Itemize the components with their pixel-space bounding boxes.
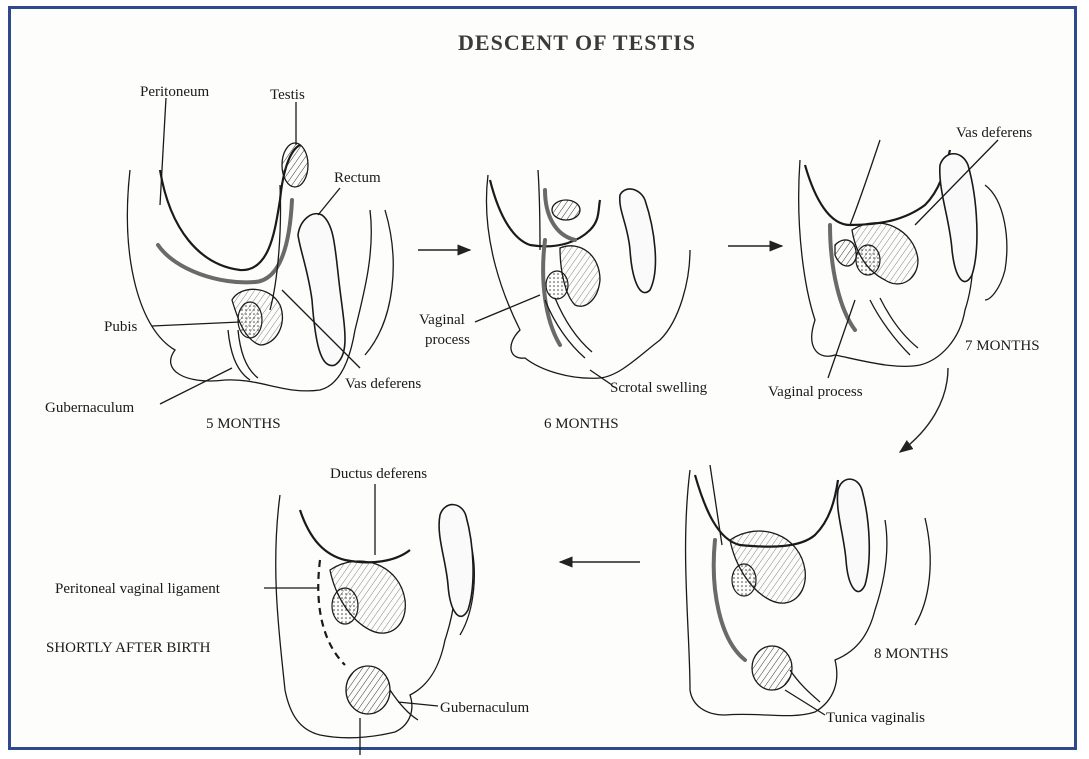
label-testis: Testis (270, 87, 305, 103)
stage-shortly-after-birth: SHORTLY AFTER BIRTH (46, 640, 211, 656)
stage-8-months-drawing (686, 465, 931, 716)
label-peritoneal-vaginal-ligament: Peritoneal vaginal ligament (55, 581, 221, 597)
rectum-6m (620, 189, 656, 293)
stage-7-months: 7 MONTHS (965, 338, 1040, 354)
testis-8m (752, 646, 792, 690)
arrow-to-8-months (900, 368, 948, 452)
rectum-5m (298, 214, 345, 366)
label-gubernaculum-2: Gubernaculum (440, 700, 529, 716)
rectum-birth (439, 505, 473, 617)
label-scrotal-swelling: Scrotal swelling (610, 380, 708, 396)
label-vaginal-process-2: Vaginal process (768, 384, 863, 400)
label-pubis: Pubis (104, 319, 138, 335)
label-vaginal-process-1b: process (425, 332, 470, 348)
rectum-8m (837, 479, 869, 591)
stage-7-months-drawing (799, 140, 1007, 366)
label-vas-deferens-1: Vas deferens (345, 376, 421, 392)
label-vaginal-process-1a: Vaginal (419, 312, 465, 328)
testis-6m (552, 200, 580, 220)
label-ductus-deferens: Ductus deferens (330, 466, 427, 482)
stage-8-months: 8 MONTHS (874, 646, 949, 662)
stage-5-months: 5 MONTHS (206, 416, 281, 432)
testis-birth (346, 666, 390, 714)
testis-5m (282, 143, 308, 187)
label-rectum: Rectum (334, 170, 381, 186)
label-tunica-vaginalis: Tunica vaginalis (826, 710, 925, 726)
figure-title: DESCENT OF TESTIS (458, 30, 696, 55)
label-vas-deferens-2: Vas deferens (956, 125, 1032, 141)
stage-6-months: 6 MONTHS (544, 416, 619, 432)
label-peritoneum: Peritoneum (140, 84, 209, 100)
stage-6-months-drawing (486, 170, 690, 378)
rectum-7m (940, 154, 977, 282)
label-gubernaculum-1: Gubernaculum (45, 400, 134, 416)
